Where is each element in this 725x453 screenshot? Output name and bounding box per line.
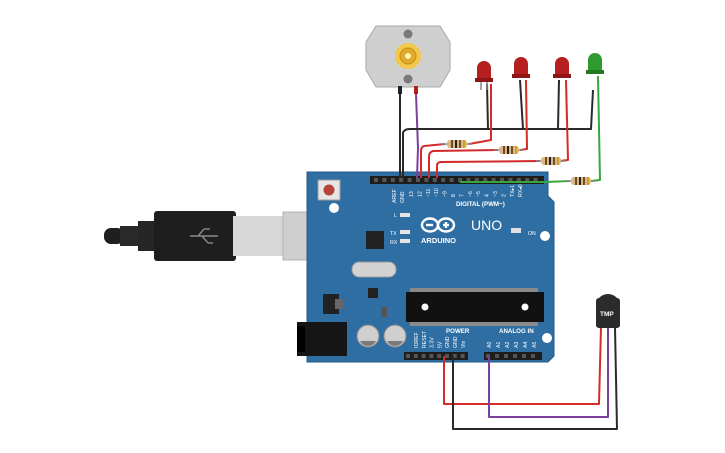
header-pin-hole[interactable] <box>513 354 517 358</box>
header-pin-hole[interactable] <box>429 354 434 358</box>
header-pin-hole[interactable] <box>508 178 513 182</box>
digital-pin-label: ~3 <box>493 191 499 197</box>
capacitor <box>383 324 407 348</box>
digital-pin-label: RX◂0 <box>518 184 524 197</box>
digital-pin-label: 12 <box>417 191 423 197</box>
arduino-logo-icon <box>420 217 456 233</box>
header-pin-hole[interactable] <box>382 178 387 182</box>
power-pin-label: 5V <box>437 341 443 348</box>
arduino-uno-board[interactable]: L TX RX ON UNO ARDUINO DIGITAL (PWM~) PO… <box>297 171 555 363</box>
led-green[interactable] <box>586 53 604 74</box>
tx-led-label: TX <box>390 231 397 237</box>
header-pin-hole[interactable] <box>458 178 462 182</box>
digital-pin-label: ~6 <box>468 191 474 197</box>
power-pin-label: GND <box>445 336 451 348</box>
header-pin-hole[interactable] <box>416 178 420 182</box>
digital-pin-label: 2 <box>501 194 507 197</box>
header-pin-hole[interactable] <box>390 178 395 182</box>
on-led-label: ON <box>528 231 536 237</box>
analog-pin-label: A5 <box>532 342 538 348</box>
tmp-sensor-label: TMP <box>600 311 614 318</box>
header-pin-hole[interactable] <box>516 178 521 182</box>
usb-icon <box>190 228 218 244</box>
rx-led-label: RX <box>390 240 398 246</box>
header-pin-hole[interactable] <box>445 354 449 358</box>
analog-pin-label: A0 <box>487 342 493 348</box>
resistor[interactable] <box>536 157 566 165</box>
digital-header-label: DIGITAL (PWM~) <box>456 201 505 208</box>
power-pin-label: GND <box>453 336 459 348</box>
analog-pin-label: A1 <box>496 342 502 348</box>
board-model-label: UNO <box>471 217 502 233</box>
header-pin-hole[interactable] <box>474 178 479 182</box>
power-header-label: POWER <box>446 328 470 335</box>
analog-pin-label: A3 <box>514 342 520 348</box>
digital-pin-label: ~9 <box>443 191 449 197</box>
sensor-wire-black <box>452 326 618 430</box>
header-pin-hole[interactable] <box>460 354 465 358</box>
header-pin-hole[interactable] <box>424 178 429 182</box>
analog-header-label: ANALOG IN <box>499 328 534 335</box>
tmp-temperature-sensor[interactable]: TMP <box>596 294 620 328</box>
header-pin-hole[interactable] <box>522 354 526 358</box>
resistor[interactable] <box>566 177 596 185</box>
led-red[interactable] <box>475 61 493 90</box>
atmega-chip <box>406 288 544 326</box>
digital-pin-label: 8 <box>451 194 457 197</box>
board-brand-label: ARDUINO <box>421 236 456 245</box>
dc-motor[interactable] <box>365 25 451 94</box>
digital-pin-label: 4 <box>485 194 491 197</box>
digital-pin-label: TX▸1 <box>510 185 516 197</box>
motor-shaft-gear-icon <box>395 43 421 69</box>
header-pin-hole[interactable] <box>374 178 378 182</box>
header-pin-hole[interactable] <box>421 354 426 358</box>
sensor-wire-purple <box>488 327 609 418</box>
power-pin-label: IOREF <box>414 332 420 348</box>
header-pin-hole[interactable] <box>531 354 535 358</box>
power-pin-label: Vin <box>461 340 467 348</box>
header-pin-hole[interactable] <box>452 354 457 358</box>
aref-pin-label: AREF <box>392 189 398 203</box>
digital-pin-header[interactable] <box>370 176 544 184</box>
header-pin-hole[interactable] <box>500 178 504 182</box>
digital-pin-label: ~11 <box>426 188 432 197</box>
header-pin-hole[interactable] <box>525 178 530 182</box>
header-pin-hole[interactable] <box>437 354 442 358</box>
header-pin-hole[interactable] <box>449 178 454 182</box>
l-led-label: L <box>394 213 397 219</box>
header-pin-hole[interactable] <box>483 178 488 182</box>
header-pin-hole[interactable] <box>399 178 404 182</box>
motor-wire-purple <box>415 93 419 179</box>
header-pin-hole[interactable] <box>533 178 538 182</box>
analog-pin-label: A2 <box>505 342 511 348</box>
power-pin-header[interactable] <box>404 352 468 360</box>
digital-pin-label: 13 <box>409 191 415 197</box>
led-red[interactable] <box>553 57 571 78</box>
header-pin-hole[interactable] <box>413 354 418 358</box>
power-pin-label: 3.3V <box>430 337 436 348</box>
reset-button[interactable] <box>317 179 341 201</box>
digital-pin-label: ~5 <box>476 191 482 197</box>
led-red[interactable] <box>512 57 530 78</box>
power-pin-label: RESET <box>422 330 428 348</box>
header-pin-hole[interactable] <box>495 354 499 358</box>
header-pin-hole[interactable] <box>441 178 446 182</box>
header-pin-hole[interactable] <box>406 354 410 358</box>
header-pin-hole[interactable] <box>407 178 412 182</box>
header-pin-hole[interactable] <box>504 354 508 358</box>
header-pin-hole[interactable] <box>432 178 437 182</box>
gnd-pin-label: GND <box>400 191 406 203</box>
resistor[interactable] <box>441 140 472 148</box>
led-ground-bus <box>402 89 594 178</box>
analog-pin-label: A4 <box>523 342 529 348</box>
resistor[interactable] <box>494 146 524 154</box>
capacitor <box>356 324 380 348</box>
dc-power-jack <box>297 322 347 356</box>
digital-pin-label: 7 <box>459 194 465 197</box>
sensor-wire-red <box>443 326 602 405</box>
digital-pin-label: ~10 <box>434 188 440 197</box>
header-pin-hole[interactable] <box>491 178 496 182</box>
header-pin-hole[interactable] <box>466 178 471 182</box>
